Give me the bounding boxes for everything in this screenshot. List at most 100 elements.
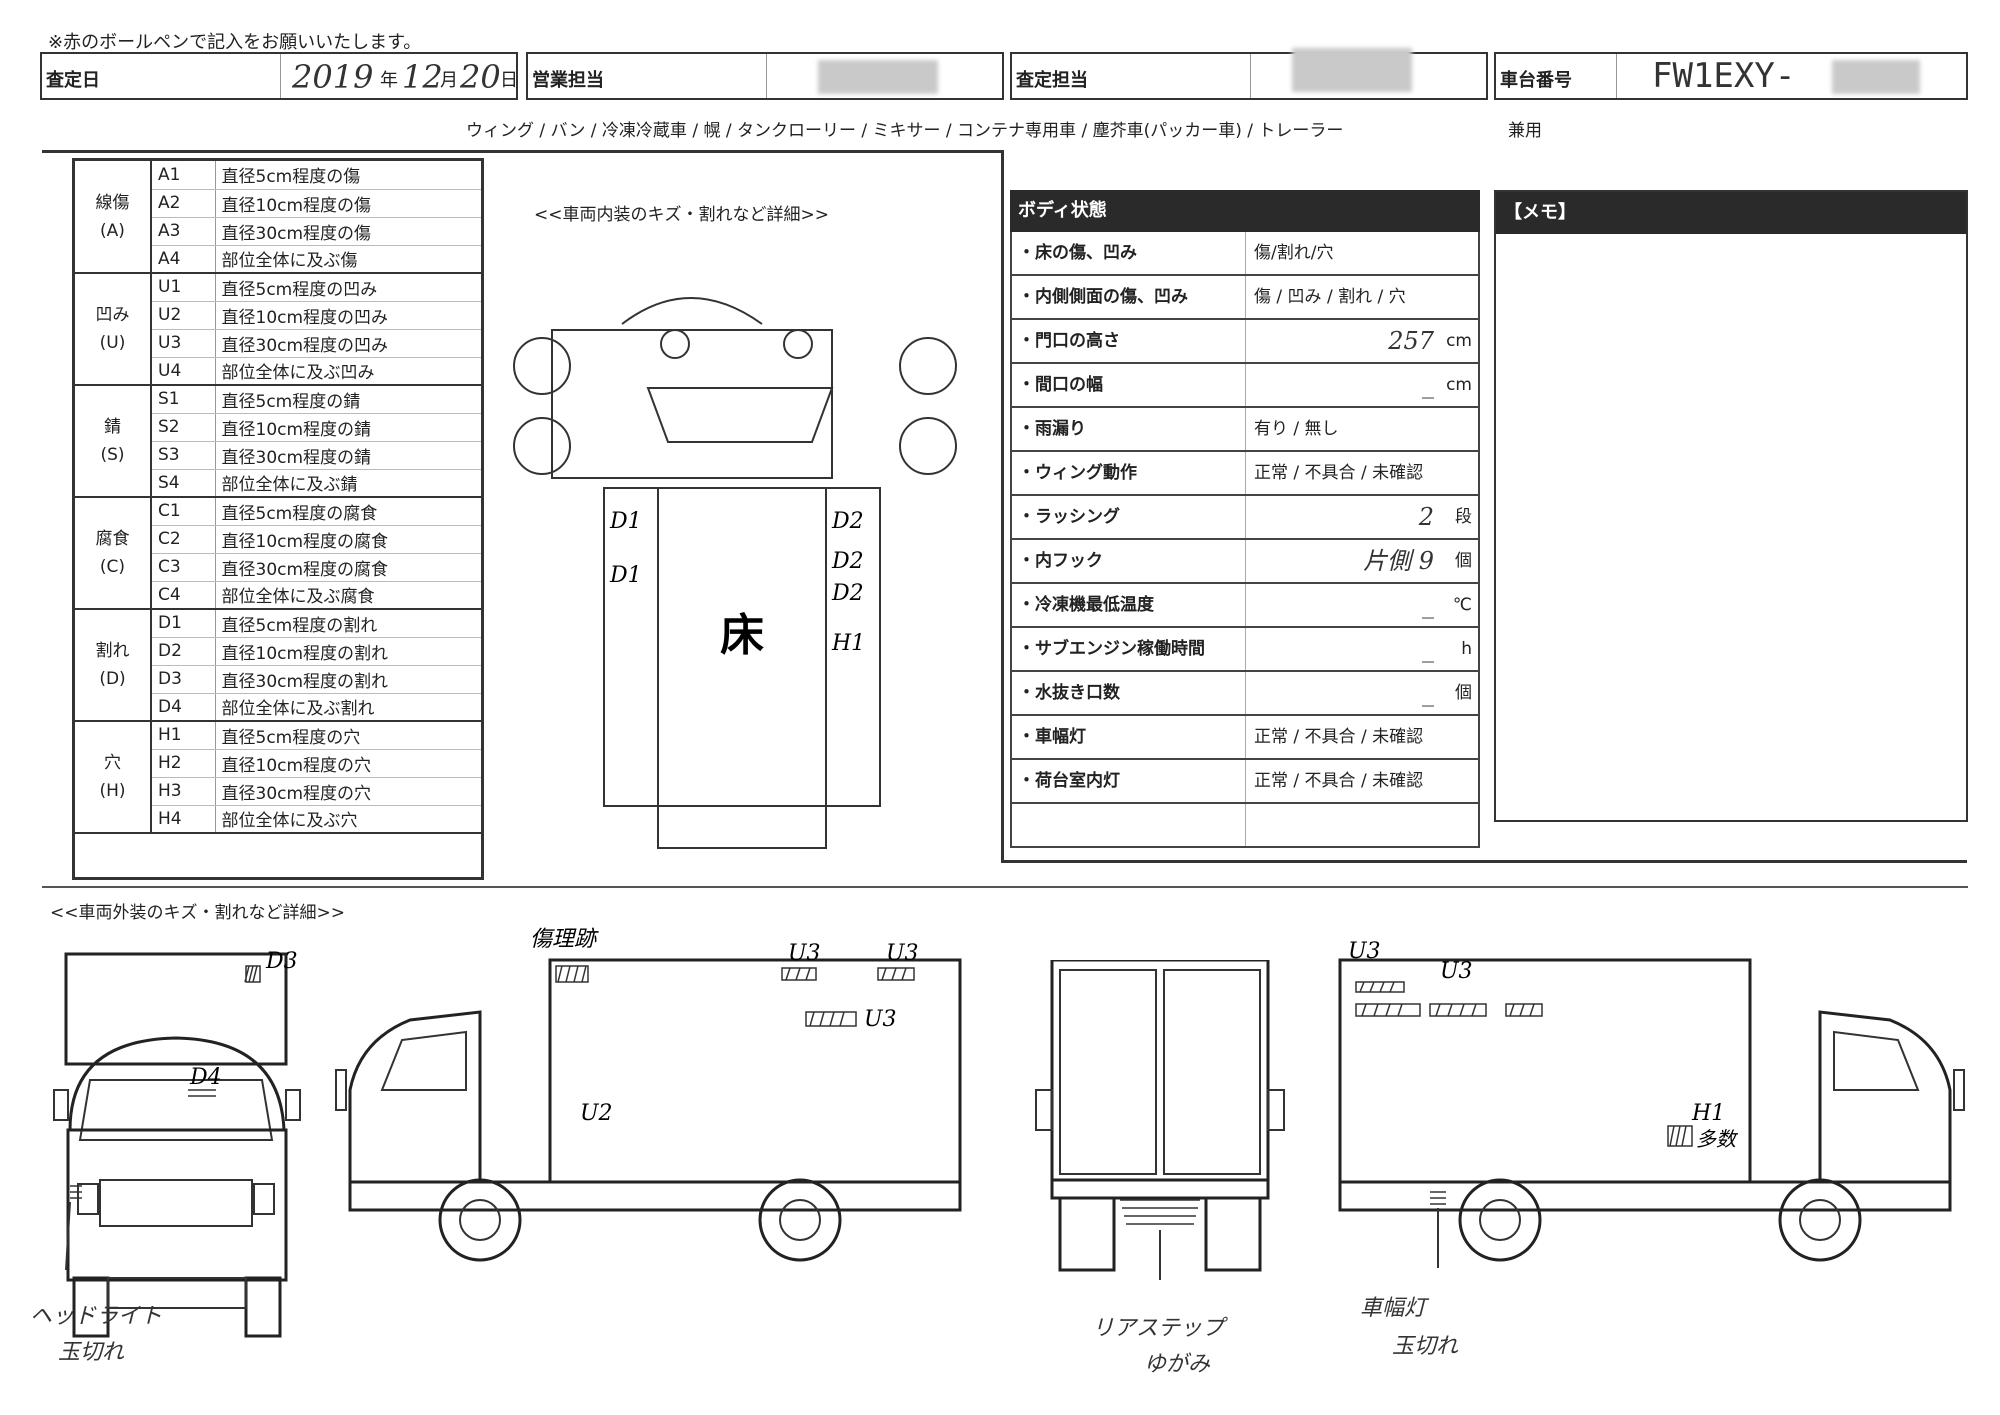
chassis-number-field[interactable]: 車台番号 FW1EXY- (1494, 52, 1968, 100)
hatch-d3 (244, 965, 261, 983)
body-state-value: 片側 9 (1363, 547, 1434, 575)
day-value: 20 (460, 58, 501, 96)
left-rear-wheel (758, 1178, 842, 1262)
body-state-row[interactable] (1012, 804, 1478, 848)
legend-code: H4 (151, 805, 216, 834)
hatch-d4 (188, 1089, 216, 1097)
body-state-row[interactable]: ・間口の幅_cm (1012, 364, 1478, 408)
body-state-row[interactable]: ・車幅灯正常 / 不具合 / 未確認 (1012, 716, 1478, 760)
body-state-unit: 段 (1455, 507, 1472, 527)
truck-left-side-view: 傷理跡 U3 U3 U3 U2 (335, 927, 962, 1262)
legend-group-abbr: (A) (100, 220, 125, 241)
right-rear-wheel (1458, 1178, 1542, 1262)
body-state-value: 有り / 無し (1254, 419, 1339, 439)
legend-code: U4 (151, 357, 216, 386)
body-state-value: 257 (1388, 327, 1434, 355)
truck-front-view: D3 D4 (53, 949, 301, 1338)
rear-box (1050, 960, 1270, 1182)
left-front-wheel (438, 1178, 522, 1262)
assess-date-field[interactable]: 査定日 2019 年 12 月 20 日 (40, 52, 518, 100)
assessor-label: 査定担当 (1016, 70, 1088, 91)
hatch-u3-r3 (1429, 1003, 1487, 1017)
interior-floor-diagram: 床 D1 D1 D2 D2 D2 H1 (513, 297, 957, 849)
legend-code: S2 (151, 413, 216, 442)
body-state-row[interactable]: ・床の傷、凹み傷/割れ/穴 (1012, 232, 1478, 276)
body-state-title: ボディ状態 (1010, 190, 1480, 232)
hatch-width-lamp (1430, 1191, 1446, 1205)
left-side-panel (603, 487, 659, 807)
year-value: 2019 (292, 58, 374, 96)
assessor-field[interactable]: 査定担当 (1010, 48, 1488, 100)
right-cab (1818, 1010, 1952, 1184)
legend-group-name: 腐食 (95, 529, 130, 549)
body-state-value: 正常 / 不具合 / 未確認 (1254, 727, 1424, 747)
truck-right-side-view: U3 U3 H1 多数 (1338, 939, 1965, 1268)
legend-desc: 直径30cm程度の腐食 (215, 553, 481, 582)
legend-desc: 直径30cm程度の穴 (215, 777, 481, 806)
interior-section-title: <<車両内装のキズ・割れなど詳細>> (534, 205, 829, 225)
hatch-headlight (70, 1185, 82, 1199)
instruction-note: ※赤のボールペンで記入をお願いいたします。 (48, 32, 422, 53)
right-side-panel (825, 487, 881, 807)
rear-light-right (1267, 1089, 1285, 1131)
wheel-front-right (899, 337, 957, 395)
body-state-unit: cm (1446, 375, 1472, 395)
body-state-row[interactable]: ・雨漏り有り / 無し (1012, 408, 1478, 452)
left-cab (348, 1010, 482, 1184)
mark-u3-c: U3 (864, 1007, 897, 1032)
body-state-label: ・門口の高さ (1012, 320, 1246, 362)
body-state-value: 2 (1418, 503, 1434, 531)
legend-desc: 直径30cm程度の錆 (215, 441, 481, 470)
sales-rep-field[interactable]: 営業担当 (526, 52, 1004, 100)
headlight-note-1: ヘッドライト (30, 1304, 163, 1329)
body-state-row[interactable]: ・サブエンジン稼働時間_h (1012, 628, 1478, 672)
body-state-value: _ (1422, 679, 1434, 707)
legend-code: A3 (151, 217, 216, 246)
body-state-row[interactable]: ・冷凍機最低温度_℃ (1012, 584, 1478, 628)
sales-rep-label: 営業担当 (532, 70, 604, 91)
mark-h1-r: H1 (1691, 1101, 1725, 1126)
mark-u3-r-b: U3 (1440, 959, 1473, 984)
hatch-u3-r1 (1355, 981, 1405, 993)
body-state-label (1012, 804, 1246, 846)
legend-group-name: 凹み (95, 305, 130, 325)
legend-desc: 部位全体に及ぶ凹み (215, 357, 481, 386)
legend-code: A1 (151, 161, 216, 190)
legend-desc: 直径30cm程度の傷 (215, 217, 481, 246)
mark-h1-note: 多数 (1696, 1127, 1739, 1151)
body-state-label: ・冷凍機最低温度 (1012, 584, 1246, 626)
section-divider (42, 886, 1968, 888)
body-state-row[interactable]: ・荷台室内灯正常 / 不具合 / 未確認 (1012, 760, 1478, 804)
left-front-hub (459, 1199, 501, 1241)
legend-code: D4 (151, 693, 216, 722)
legend-code: H1 (151, 721, 216, 750)
body-state-label: ・床の傷、凹み (1012, 232, 1246, 274)
legend-code: U3 (151, 329, 216, 358)
body-state-row[interactable]: ・内側側面の傷、凹み傷 / 凹み / 割れ / 穴 (1012, 276, 1478, 320)
legend-desc: 直径5cm程度の錆 (215, 385, 481, 414)
right-cargo-box (1338, 958, 1752, 1184)
mark-u3-b: U3 (886, 941, 919, 966)
memo-panel[interactable]: 【メモ】 (1494, 190, 1968, 822)
body-state-row[interactable]: ・ウィング動作正常 / 不具合 / 未確認 (1012, 452, 1478, 496)
legend-code: S3 (151, 441, 216, 470)
leader-line-headlight (65, 1201, 71, 1271)
mirror-circle-right (783, 329, 813, 359)
month-value: 12 (402, 58, 443, 96)
front-tire-right (244, 1276, 282, 1338)
body-state-row[interactable]: ・水抜き口数_個 (1012, 672, 1478, 716)
legend-group: 錆(S) (75, 385, 152, 498)
